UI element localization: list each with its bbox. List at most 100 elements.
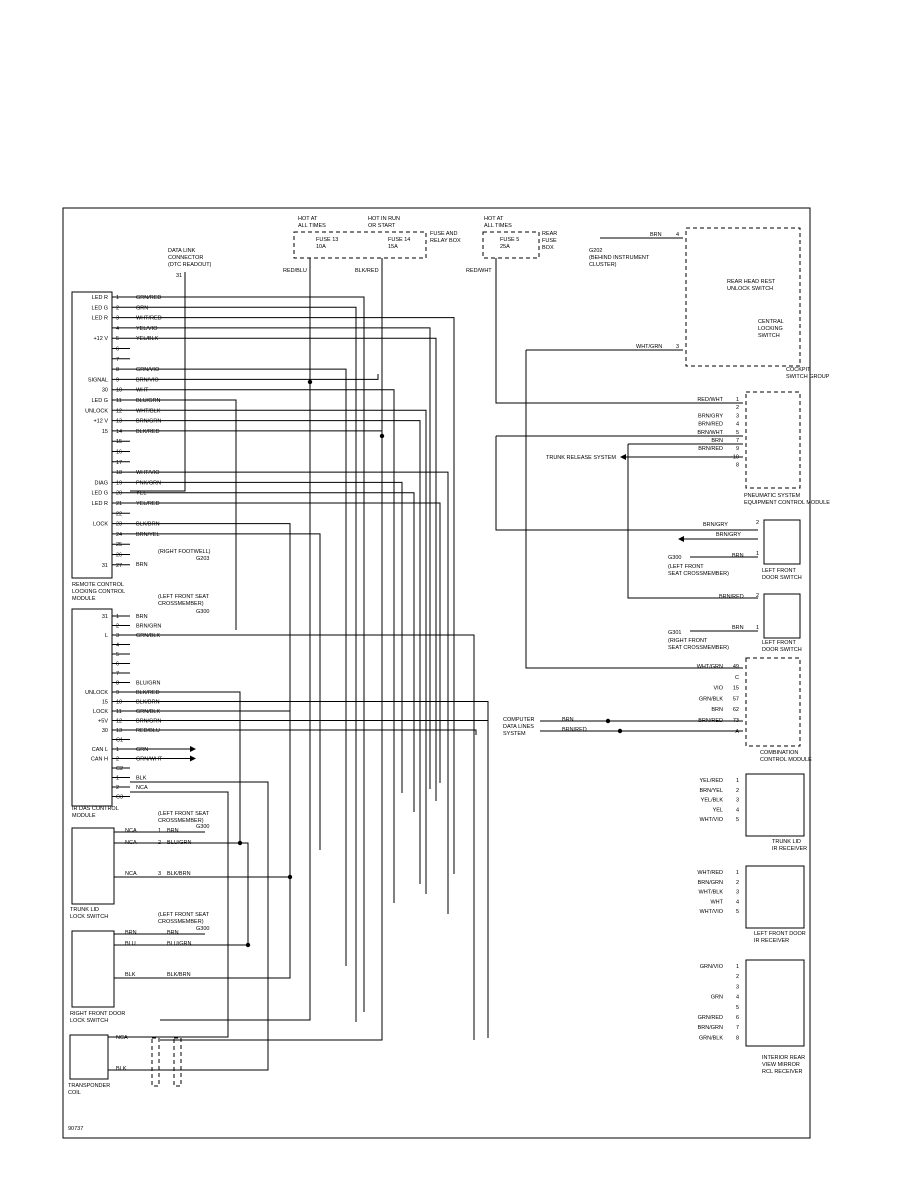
das-pin-label: 31 [102,614,108,620]
lfd-switch-wire-a: BRN/GRY [703,522,728,528]
rcm-pin-label: LED G [91,305,108,311]
trunk-ir-wire-color: YEL/RED [699,778,723,784]
rcm-wire-color: GRN [136,305,148,311]
combo-data-wire-brn-red: BRN/RED [562,727,587,733]
das-pin-number: 10 [116,700,122,706]
trunk-ir-wire-color: WHT/VIO [699,817,723,823]
lfd-arrow [678,536,684,542]
das-wire-color: BLK [136,776,147,782]
rfd-lock-wire-blu: BLU [125,941,136,947]
trunk-lock-pin-1: 1 [158,828,161,834]
rcm-pin-label: LED R [92,295,108,301]
diagram-frame [62,207,811,1139]
das-pin-label: LOCK [93,709,108,715]
das-wire-color: GRN/BLK [136,633,160,639]
rcm-wire-color: GRN/RED [136,295,161,301]
rcm-wire-color: WHT [136,388,149,394]
lfd-ir-wire-color: WHT/BLK [699,890,724,896]
fuse14-feed [160,258,383,1041]
das-pin-number: 11 [116,709,122,715]
wht-grn-to-combo [525,350,743,669]
cockpit-wire-brn: BRN [650,232,662,238]
mirror-pin-number: 6 [736,1015,739,1021]
rcm-pin-number: 1 [116,295,119,301]
lfd-ir-wire-color: WHT/RED [697,870,723,876]
rcm-pin-number: 14 [116,429,122,435]
mirror-wire-color: GRN/RED [698,1015,723,1021]
rcm-harness-wire [130,492,415,812]
rfd-switch-pin-1: 1 [756,625,759,631]
pneumatic-module: 1RED/WHT23BRN/GRY4BRN/RED5BRN/WHT7BRN9BR… [546,391,830,506]
lfd-switch-ground: G300 [668,555,681,561]
rcm-harness-wire [130,533,321,850]
rcm-wire-color: YEL/BLK [136,336,159,342]
data-splice [605,718,611,724]
rcm-pin-number: 13 [116,419,122,425]
rcm-harness-wire [130,306,357,1022]
combination-pin-number: C [735,675,739,681]
das-pin-number: 1 [116,747,119,753]
rcm-wire-color: BLK/BRN [136,522,160,528]
das-pin-number: 1 [116,776,119,782]
interior-rear-view-mirror: 1GRN/VIO234GRN56GRN/RED7BRN/GRN8GRN/BLK … [698,959,805,1075]
das-pin-number: 7 [116,671,119,677]
pneumatic-pin-number: 4 [736,422,739,428]
pneumatic-pin-number: 8 [736,463,739,469]
lfd-ir-wire-color: BRN/GRN [698,880,723,886]
rcm-pin-label: UNLOCK [85,408,108,414]
trunk-lock-nca-3: NCA [125,871,137,877]
das-wire-color: BRN/GRN [136,624,161,630]
lfd-switch-wire-brn: BRN [732,553,744,559]
rcm-ground-wire: BRN [136,562,148,568]
rcm-harness-wire [130,409,427,894]
das-pin-label: CAN H [91,757,108,763]
lfd-ir-pin-number: 4 [736,899,739,905]
rcm-pin-number: 9 [116,377,119,383]
rcm-pin-number: 8 [116,367,119,373]
das-harness-wire [130,719,489,721]
pneumatic-wire-color: BRN/WHT [697,430,723,436]
combination-module: 49WHT/GRNC15VIO57GRN/BLK62BRN73BRN/REDA … [503,657,812,763]
wire-red-blu-label: RED/BLU [283,268,307,274]
das-ground-id: G300 [196,609,209,615]
das-pin-number: 4 [116,643,119,649]
pneumatic-wire-color: RED/WHT [697,397,723,403]
mirror-wire-color: BRN/GRN [698,1025,723,1031]
pneumatic-wire-color: BRN/RED [698,422,723,428]
rcm-pin-number: 25 [116,542,122,548]
rcm-harness-wire [130,296,365,1012]
rcm-pin-label: 31 [102,563,108,569]
das-pin-number: 8 [116,681,119,687]
das-pin-label: 15 [102,700,108,706]
rfd-switch-wire-brn-red: BRN/RED [719,594,744,600]
trunk-release-arrow [620,454,626,460]
rcm-pin-number: 10 [116,388,122,394]
rcm-pin-label: +12 V [93,336,108,342]
rcm-pin-label: LED R [92,316,108,322]
rcm-pin-label: LOCK [93,522,108,528]
mirror-wire-color: GRN/VIO [700,964,724,970]
trunk-lock-pin-3: 3 [158,871,161,877]
rcm-pin-number: 16 [116,450,122,456]
rcm-pin-number: 27 [116,563,122,569]
rcm-harness-wire [130,471,449,914]
trunk-lock-nca-1: NCA [125,828,137,834]
rcm-harness-wire [130,430,383,438]
das-pin-number: C2 [116,766,123,772]
rcm-wire-color: BRN/YEL [136,532,160,538]
lfd-ir-wire-color: WHT [710,899,723,905]
combination-wire-color: WHT/GRN [697,664,723,670]
das-wire-color: GRN/BLK [136,709,160,715]
mirror-pin-number: 5 [736,1005,739,1011]
transponder-wire-nca: NCA [116,1035,128,1041]
